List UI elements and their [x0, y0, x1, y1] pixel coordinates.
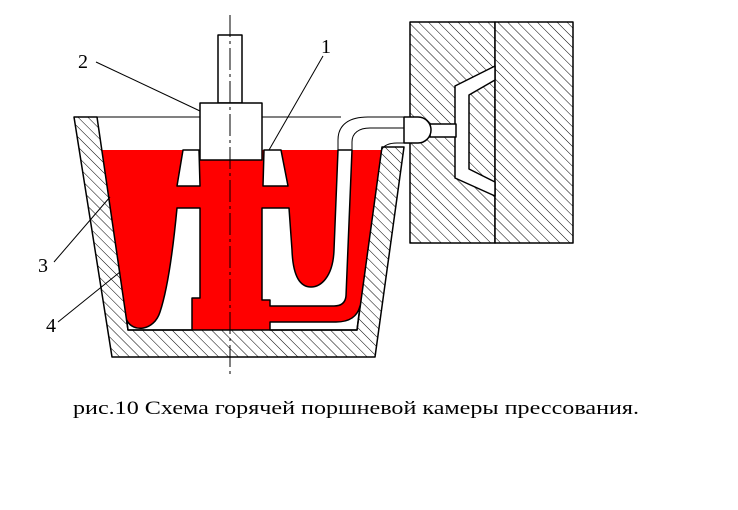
- crucible-wall: [73, 116, 405, 358]
- gooseneck-pipe-inner: [351, 127, 412, 150]
- gooseneck-pipe-bottom: [381, 142, 412, 151]
- gooseneck-pipe-outer: [337, 116, 412, 150]
- callout-1-leader: [268, 55, 324, 151]
- gooseneck-right-wall: [261, 149, 353, 307]
- die-cavity: [454, 65, 496, 197]
- callout-2-label: 2: [78, 51, 88, 73]
- callout-4-label: 4: [46, 315, 56, 337]
- callout-1-label: 1: [321, 36, 331, 58]
- callout-3-leader: [53, 196, 111, 263]
- die-sprue-channel: [429, 123, 457, 138]
- plunger-head: [199, 102, 263, 161]
- callout-3-label: 3: [38, 255, 48, 277]
- nozzle: [403, 116, 432, 144]
- callout-2-leader: [95, 61, 201, 112]
- die-moving-half-hatching: [495, 22, 573, 243]
- chamber-collar-left: [176, 149, 201, 187]
- figure-caption: рис.10 Схема горячей поршневой камеры пр…: [73, 398, 639, 419]
- chamber-collar-right: [262, 149, 289, 187]
- callout-4-leader: [57, 271, 121, 323]
